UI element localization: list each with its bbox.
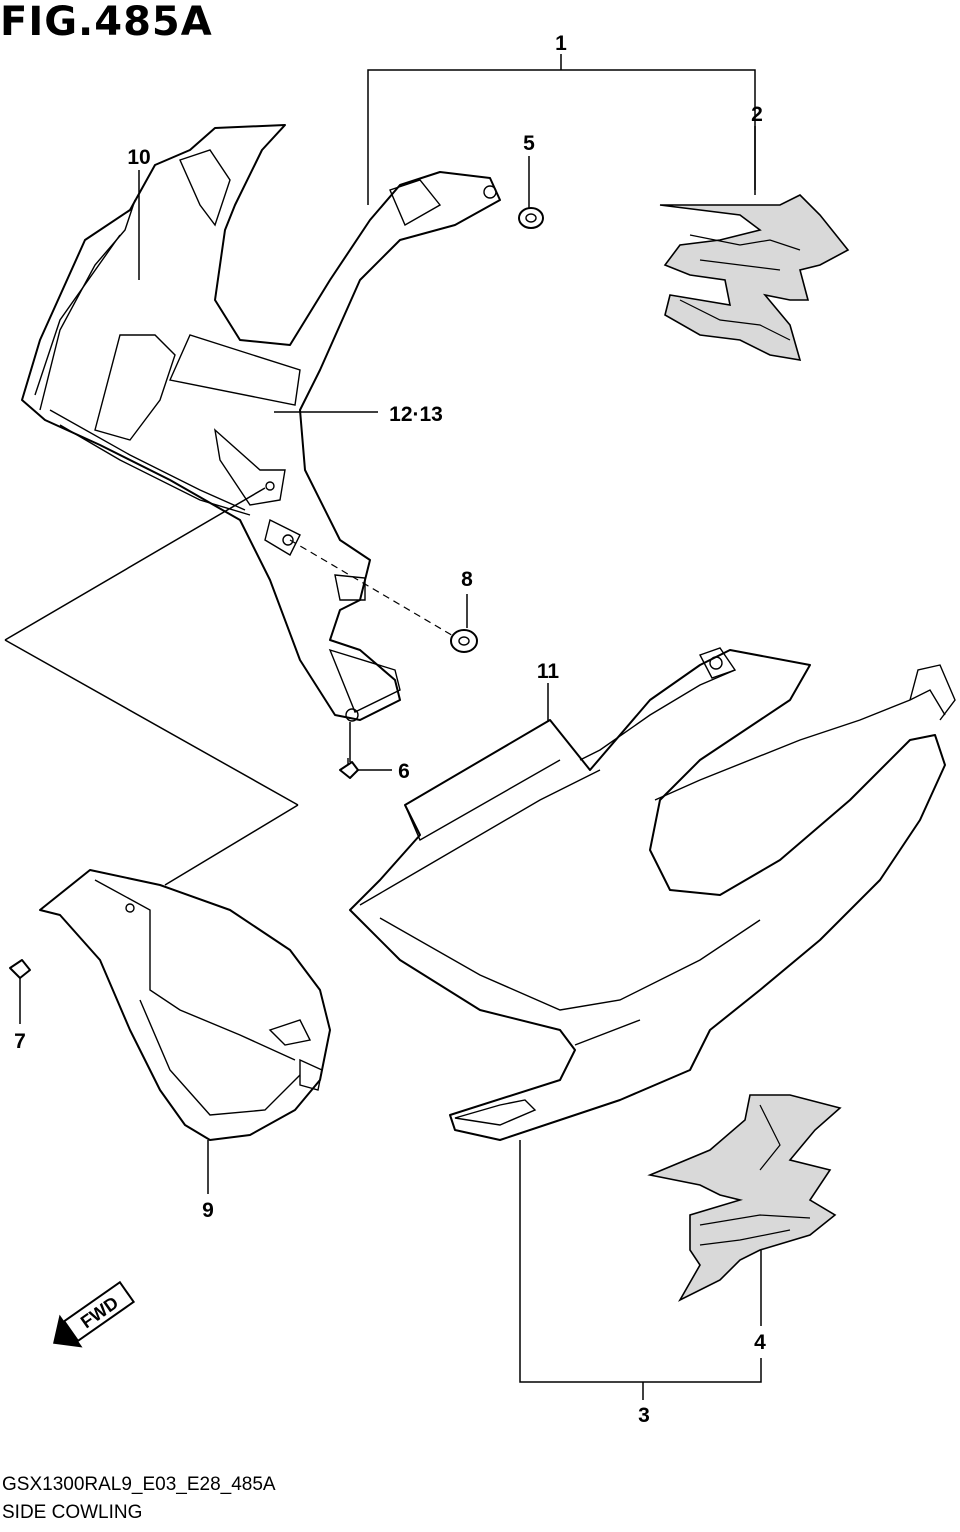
callout-5: 5 xyxy=(523,132,535,155)
callout-9: 9 xyxy=(202,1199,214,1222)
callout-4: 4 xyxy=(754,1331,766,1354)
callout-7: 7 xyxy=(14,1030,26,1053)
part-7-screw xyxy=(9,959,31,979)
callout-3: 3 xyxy=(638,1404,650,1427)
part-8-grommet xyxy=(450,629,478,653)
fwd-arrow-icon: FWD xyxy=(53,1280,136,1348)
part-4-decal xyxy=(647,1094,842,1302)
part-10-side-panel xyxy=(39,199,251,516)
callout-11: 11 xyxy=(537,660,560,683)
callout-10: 10 xyxy=(127,146,150,169)
diagram-code: GSX1300RAL9_E03_E28_485A xyxy=(2,1474,276,1495)
callout-1: 1 xyxy=(555,32,567,55)
callout-2: 2 xyxy=(751,103,763,126)
part-2-decal xyxy=(659,194,850,361)
part-6-screw xyxy=(339,758,359,779)
callout-8: 8 xyxy=(461,568,473,591)
figure-title: FIG.485A xyxy=(0,0,213,45)
diagram-caption: SIDE COWLING xyxy=(2,1502,143,1523)
part-5-grommet xyxy=(518,207,544,229)
part-11-side-cowl xyxy=(349,647,956,1141)
part-12-13-inner-cowl xyxy=(21,124,501,722)
callout-6: 6 xyxy=(398,760,410,783)
part-9-lower-panel xyxy=(39,869,331,1141)
callout-12-13: 12·13 xyxy=(389,403,443,426)
